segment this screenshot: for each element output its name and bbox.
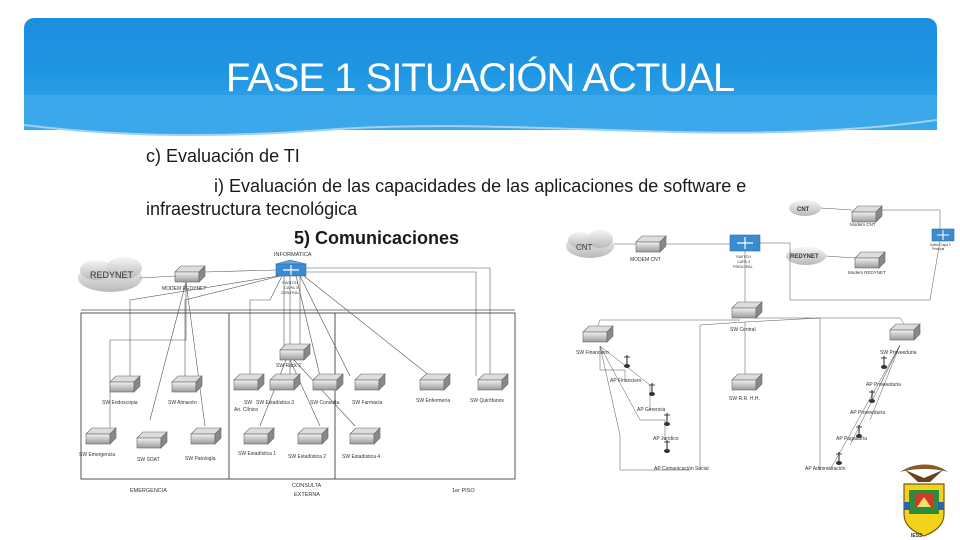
svg-text:SW Central: SW Central	[730, 327, 756, 333]
svg-text:SW Consulta: SW Consulta	[310, 400, 339, 406]
svg-text:PRINCIPAL: PRINCIPAL	[733, 265, 753, 269]
svg-text:SW Estadística 2: SW Estadística 2	[288, 454, 326, 460]
modem-cnt-icon	[635, 235, 667, 253]
modem-cnt2-label: Modem CNT	[850, 222, 876, 227]
svg-text:AP Proveeduría: AP Proveeduría	[850, 410, 885, 416]
svg-text:AP Jurídico: AP Jurídico	[653, 436, 679, 442]
central-switch-icon	[274, 259, 308, 277]
subsection-i: i) Evaluación de las capacidades de las …	[214, 176, 747, 196]
svg-text:AP Gerencia: AP Gerencia	[637, 407, 665, 413]
item-5-text: 5) Comunicaciones	[294, 228, 460, 248]
principal-switch-icon	[729, 234, 761, 252]
cnt2-cloud	[789, 200, 821, 216]
svg-text:SW Quirófanos: SW Quirófanos	[470, 398, 504, 404]
svg-text:AP Financiero: AP Financiero	[610, 378, 642, 384]
informatica-label: INFORMATICA	[274, 252, 312, 258]
right-switch-labels: SW Central SW Financiero SW Proveeduria …	[576, 327, 917, 402]
svg-text:SW Financiero: SW Financiero	[576, 350, 609, 356]
modem-redynet-icon	[174, 265, 206, 283]
redynet-cloud	[78, 257, 142, 292]
svg-text:SW Estadística 3: SW Estadística 3	[256, 400, 294, 406]
svg-text:SW Almacén: SW Almacén	[168, 400, 197, 406]
zone-1erpiso-box	[334, 312, 516, 480]
redynet-label: REDYNET	[90, 270, 134, 280]
logo-caption: IESS	[911, 533, 923, 539]
subsection-i-cont: infraestructura tecnológica	[146, 199, 358, 219]
iess-logo	[900, 464, 948, 537]
svg-text:AP Pagaduría: AP Pagaduría	[836, 436, 867, 442]
svg-text:AP Comunicación Social: AP Comunicación Social	[654, 466, 709, 472]
svg-text:SW SOAT: SW SOAT	[137, 457, 160, 463]
svg-text:SW Patología: SW Patología	[185, 456, 216, 462]
cnt-label: CNT	[576, 243, 593, 252]
modem-cnt2-icon	[851, 205, 883, 223]
item-5: 5) Comunicaciones	[294, 228, 459, 249]
cnt-cloud	[566, 230, 614, 258]
svg-text:CAPA 3: CAPA 3	[737, 260, 750, 264]
svg-text:SW Estadística 1: SW Estadística 1	[238, 451, 276, 457]
svg-text:SW Enfermería: SW Enfermería	[416, 398, 450, 404]
redynet2-label: REDYNET	[790, 254, 819, 260]
slide-title: FASE 1 SITUACIÓN ACTUAL	[225, 56, 735, 100]
svg-text:SW R.R. H.H.: SW R.R. H.H.	[729, 396, 760, 402]
svg-text:SW Emergencia: SW Emergencia	[79, 452, 115, 458]
svg-text:SW Endoscopia: SW Endoscopia	[102, 400, 138, 406]
modem-redynet2-icon	[854, 251, 886, 269]
modem-cnt-label: MODEM CNT	[630, 257, 661, 263]
svg-text:CAPA 3: CAPA 3	[284, 285, 298, 290]
modem-redynet2-label: Modem REDYNET	[848, 270, 886, 275]
svg-text:AP Administración: AP Administración	[805, 466, 846, 472]
cnt2-label: CNT	[797, 207, 810, 213]
svg-text:1er PISO: 1er PISO	[452, 488, 475, 494]
redynet2-cloud	[786, 247, 826, 265]
left-switch-labels: SW Endoscopia SW Almacén SW An. Clínico …	[79, 398, 504, 463]
svg-text:SWITCH: SWITCH	[736, 255, 751, 259]
svg-text:EMERGENCIA: EMERGENCIA	[130, 488, 167, 494]
sw-rack2-icon	[279, 343, 311, 361]
right-switch-capa3-icon	[931, 228, 955, 242]
svg-text:CONSULTA: CONSULTA	[292, 483, 321, 489]
svg-text:Principal: Principal	[932, 247, 945, 251]
ap-labels: AP Financiero AP Proveeduria AP Gerencia…	[610, 378, 901, 472]
section-c: c) Evaluación de TI	[146, 146, 300, 166]
svg-text:SW Farmacia: SW Farmacia	[352, 400, 383, 406]
right-switch-icons	[582, 301, 921, 391]
svg-text:Switch Capa 3: Switch Capa 3	[930, 243, 951, 247]
banner-wave	[24, 95, 937, 137]
zone-labels: EMERGENCIA CONSULTA EXTERNA 1er PISO	[130, 483, 475, 498]
left-switch-icons	[85, 373, 509, 449]
svg-text:An. Clínico: An. Clínico	[234, 407, 258, 413]
sw-rack2-label: SW Rack 2	[276, 363, 301, 369]
svg-text:EXTERNA: EXTERNA	[294, 492, 320, 498]
svg-text:AP Proveeduria: AP Proveeduria	[866, 382, 901, 388]
svg-text:CENTRAL: CENTRAL	[281, 290, 300, 295]
svg-text:SW Proveeduria: SW Proveeduria	[880, 350, 917, 356]
svg-text:SW Estadística 4: SW Estadística 4	[342, 454, 380, 460]
svg-text:SW: SW	[244, 400, 252, 406]
